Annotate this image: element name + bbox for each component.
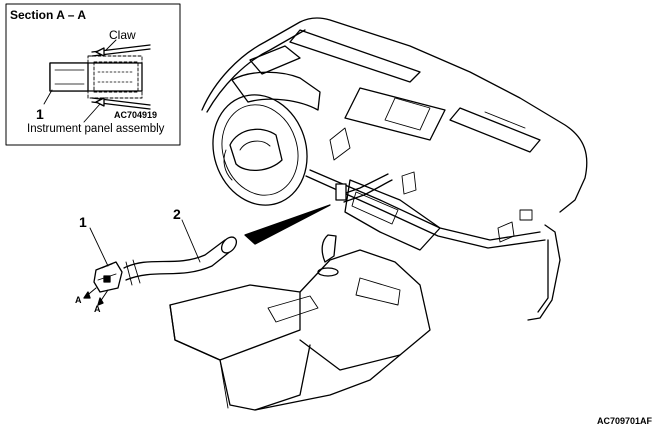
section-inset <box>5 3 181 146</box>
claw-label: Claw <box>109 28 136 42</box>
instrument-panel <box>201 17 588 321</box>
figure-code: AC709701AF <box>597 416 653 426</box>
inset-part-number: 1 <box>36 106 44 122</box>
section-mark-right: A <box>94 304 101 314</box>
callout-1-leader <box>89 227 109 267</box>
assembly-label: Instrument panel assembly <box>27 123 165 135</box>
section-title: Section A – A <box>10 8 87 22</box>
steering-wheel <box>212 94 308 206</box>
callout-1: 1 <box>79 214 87 230</box>
callout-2-leader <box>181 219 201 263</box>
section-mark-left: A <box>75 295 82 305</box>
callout-2: 2 <box>173 206 181 222</box>
floor-console <box>169 234 431 411</box>
view-direction-arrow <box>244 204 331 245</box>
harness-tube-installed <box>335 173 393 203</box>
inset-figure-code: AC704919 <box>114 110 158 120</box>
harness-tube-part <box>123 236 238 286</box>
grommet-part <box>83 261 123 306</box>
